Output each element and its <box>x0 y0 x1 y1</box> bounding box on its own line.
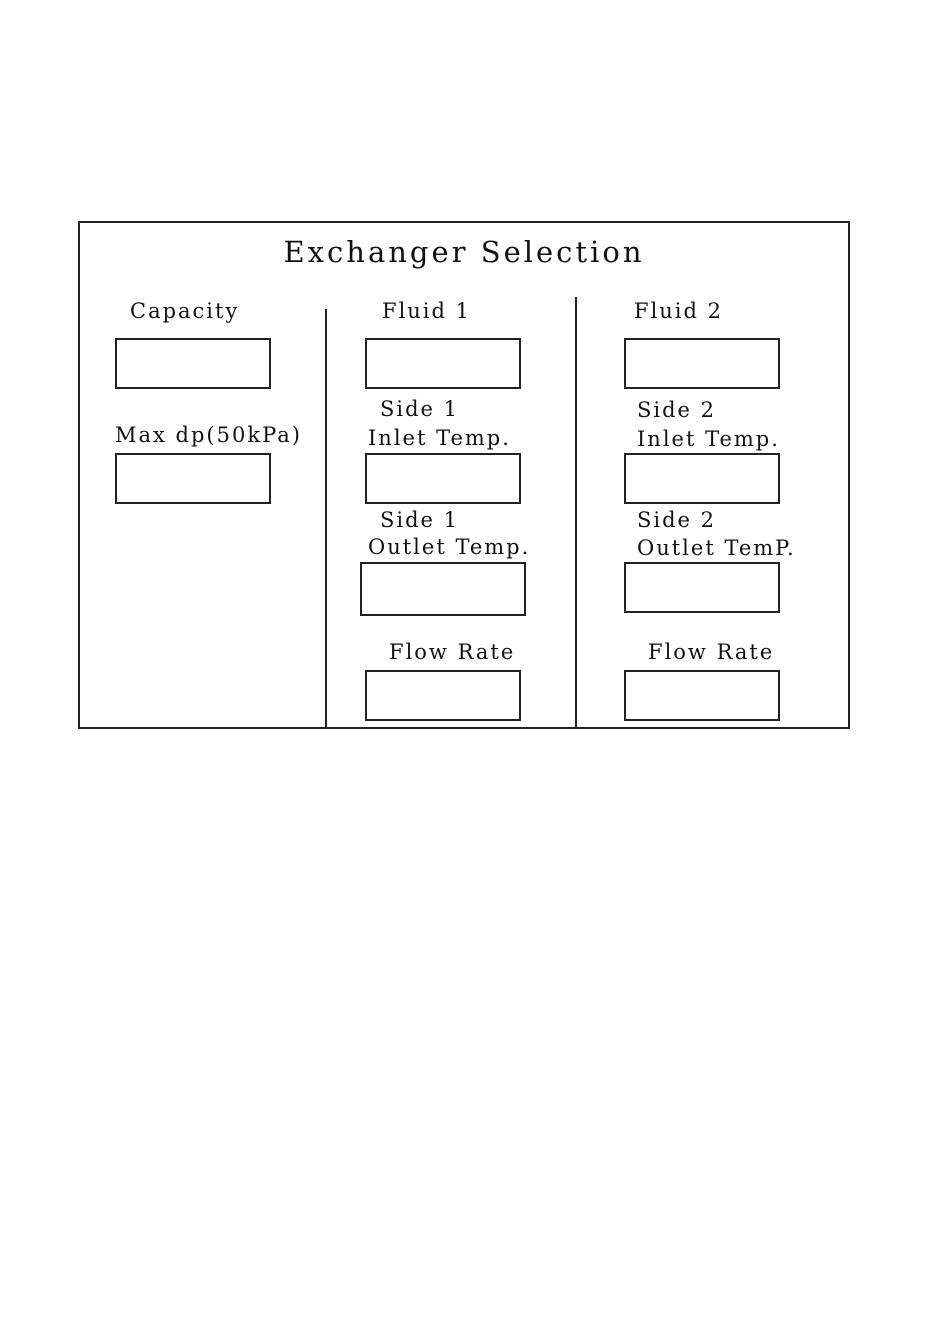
max-dp-label: Max dp(50kPa) <box>115 421 302 450</box>
column-divider-right <box>575 297 577 729</box>
fluid1-flow-rate-label: Flow Rate <box>389 638 515 667</box>
capacity-input[interactable] <box>115 338 271 389</box>
fluid1-input[interactable] <box>365 338 521 389</box>
fluid1-label: Fluid 1 <box>382 297 471 326</box>
fluid2-flow-rate-input[interactable] <box>624 670 780 721</box>
column-divider-left <box>325 309 327 729</box>
fluid1-flow-rate-input[interactable] <box>365 670 521 721</box>
side2-inlet-temp-label: Inlet Temp. <box>637 425 780 454</box>
fluid2-input[interactable] <box>624 338 780 389</box>
side1-inlet-temp-input[interactable] <box>365 453 521 504</box>
side2-outlet-temp-label: Outlet TemP. <box>637 534 796 563</box>
side1-inlet-side-label: Side 1 <box>380 395 459 424</box>
side2-outlet-side-label: Side 2 <box>637 506 716 535</box>
side1-outlet-temp-label: Outlet Temp. <box>368 533 530 562</box>
panel-title: Exchanger Selection <box>80 235 848 269</box>
side1-outlet-side-label: Side 1 <box>380 506 459 535</box>
side1-inlet-temp-label: Inlet Temp. <box>368 424 511 453</box>
exchanger-selection-panel: Exchanger Selection Capacity Max dp(50kP… <box>78 221 850 729</box>
fluid2-label: Fluid 2 <box>634 297 723 326</box>
side2-inlet-side-label: Side 2 <box>637 396 716 425</box>
max-dp-input[interactable] <box>115 453 271 504</box>
capacity-label: Capacity <box>130 297 239 326</box>
side2-inlet-temp-input[interactable] <box>624 453 780 504</box>
fluid2-flow-rate-label: Flow Rate <box>648 638 774 667</box>
side2-outlet-temp-input[interactable] <box>624 562 780 613</box>
side1-outlet-temp-input[interactable] <box>360 562 526 616</box>
